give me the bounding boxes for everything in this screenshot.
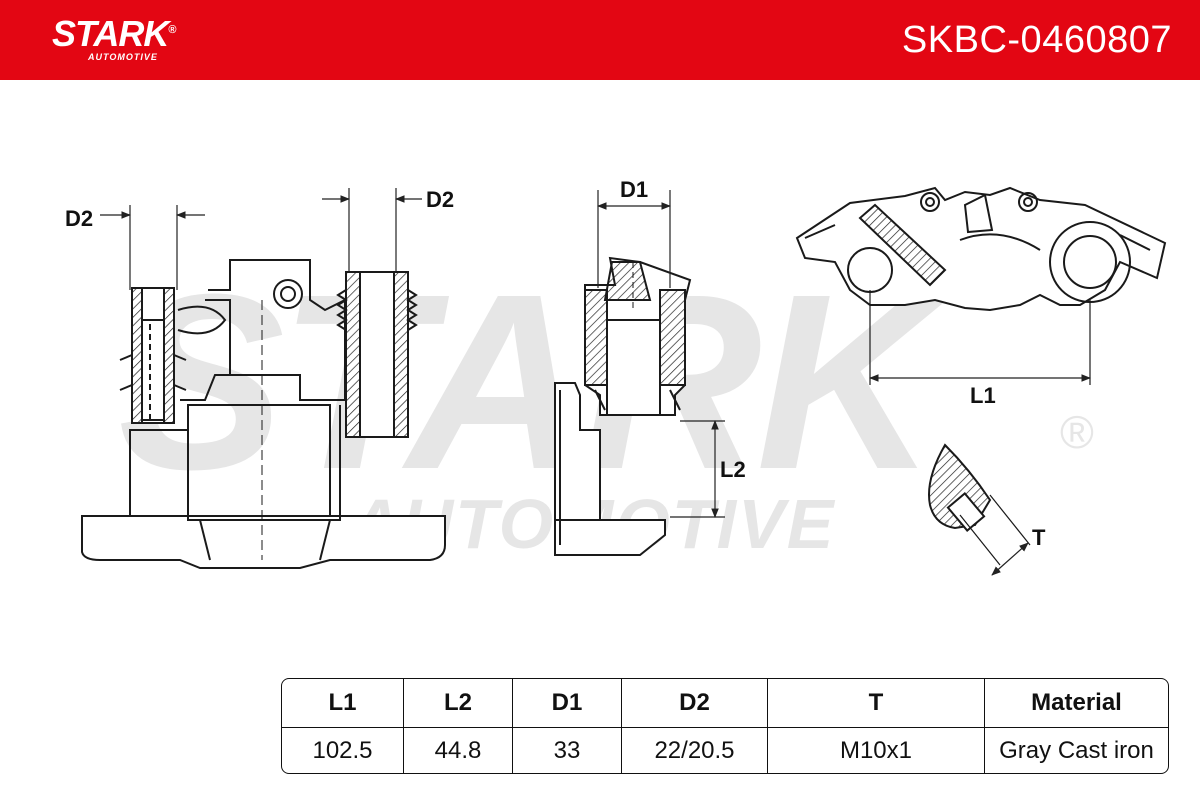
brand-registered-mark: ® (168, 24, 176, 36)
dimension-d2-right (322, 188, 422, 272)
dimension-l2 (670, 420, 725, 518)
technical-drawing: STARK AUTOMOTIVE ® (0, 80, 1200, 670)
label-t: T (1032, 525, 1046, 550)
header-material: Material (984, 679, 1168, 728)
part-number: SKBC-0460807 (901, 19, 1172, 61)
header-d2: D2 (621, 679, 768, 728)
spec-table: L1 L2 D1 D2 T Material 102.5 44.8 33 22/… (281, 678, 1169, 774)
caliper-side-view (81, 259, 446, 569)
dimension-d1 (597, 190, 671, 288)
label-d2-right: D2 (426, 187, 454, 212)
bleed-valve-detail (928, 443, 1031, 576)
value-d2: 22/20.5 (621, 727, 768, 773)
header-d1: D1 (512, 679, 622, 728)
header-bar: STARK® AUTOMOTIVE SKBC-0460807 (0, 0, 1200, 80)
label-l2: L2 (720, 457, 746, 482)
label-l1: L1 (970, 383, 996, 408)
value-l2: 44.8 (403, 727, 513, 773)
header-l2: L2 (403, 679, 513, 728)
dimension-d2-left (100, 205, 205, 290)
caliper-top-view (795, 186, 1167, 385)
spec-header-row: L1 L2 D1 D2 T Material (282, 679, 1168, 728)
watermark-main: STARK (118, 242, 952, 521)
value-material: Gray Cast iron (999, 737, 1154, 764)
drawing-canvas: STARK AUTOMOTIVE ® (65, 177, 1167, 576)
spec-value-row: 102.5 44.8 33 22/20.5 M10x1 Gray Cast ir… (282, 727, 1168, 773)
label-d2-left: D2 (65, 206, 93, 231)
header-l1: L1 (282, 679, 404, 728)
caliper-cross-section (554, 256, 692, 556)
watermark-registered-mark: ® (1060, 406, 1094, 458)
header-t: T (767, 679, 985, 728)
label-d1: D1 (620, 177, 648, 202)
brand-subtitle: AUTOMOTIVE (88, 52, 158, 62)
brand-name: STARK (52, 13, 169, 54)
value-t: M10x1 (767, 727, 985, 773)
value-l1: 102.5 (282, 727, 404, 773)
brand-logo: STARK® AUTOMOTIVE (52, 12, 176, 63)
value-d1: 33 (512, 727, 622, 773)
